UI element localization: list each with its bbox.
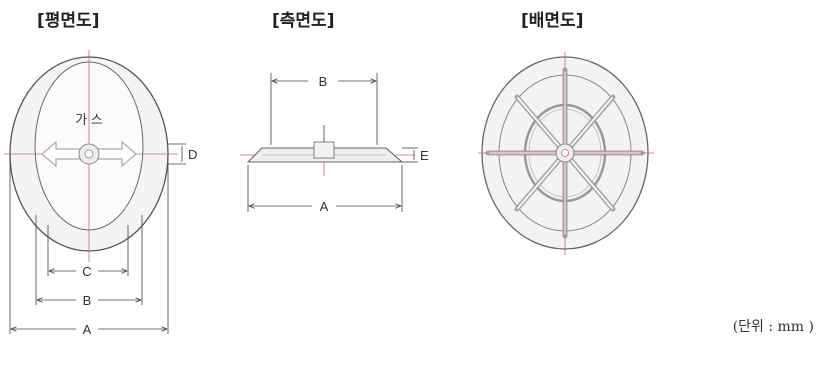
side-dim-a: A bbox=[320, 199, 329, 214]
plan-cover-text: 가 스 bbox=[75, 112, 103, 127]
side-dim-e: E bbox=[420, 148, 429, 163]
plan-dim-c: C bbox=[82, 264, 91, 279]
side-view: B E A bbox=[240, 73, 429, 214]
plan-dim-a: A bbox=[83, 322, 92, 337]
plan-view: 가 스 D C B A bbox=[4, 50, 197, 337]
side-view-title: [측면도] bbox=[272, 11, 335, 31]
plan-dim-d: D bbox=[188, 147, 197, 162]
side-dim-b: B bbox=[319, 74, 328, 89]
plan-dim-b: B bbox=[83, 293, 92, 308]
plan-view-title: [평면도] bbox=[37, 11, 100, 31]
unit-note: (단위 : mm ) bbox=[732, 319, 814, 335]
back-view bbox=[478, 52, 654, 255]
side-hub bbox=[313, 141, 335, 159]
back-view-title: [배면도] bbox=[521, 11, 584, 31]
